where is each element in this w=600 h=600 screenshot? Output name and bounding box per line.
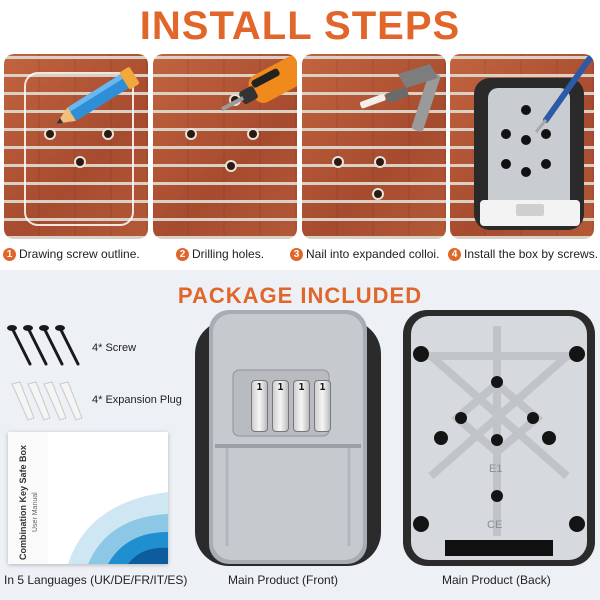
step-4-image xyxy=(450,54,594,239)
combination-dial-4: 1 xyxy=(314,380,331,432)
step-2-caption: 2 Drilling holes. xyxy=(176,247,264,261)
key-box-back: E1 CE xyxy=(403,310,595,566)
drilled-hole xyxy=(249,130,257,138)
manual-subtitle: User Manual xyxy=(32,492,39,532)
step-1-image xyxy=(4,54,148,239)
drilled-hole xyxy=(187,130,195,138)
step-number-badge: 1 xyxy=(3,247,16,261)
step-number-badge: 2 xyxy=(176,247,189,261)
expansion-plug-label: 4* Expansion Plug xyxy=(92,394,182,406)
install-steps-title: INSTALL STEPS xyxy=(139,4,461,48)
hole-mark xyxy=(104,130,112,138)
back-mark-bottom: CE xyxy=(487,519,502,531)
step-number-badge: 4 xyxy=(448,247,461,261)
step-3-caption: 3 Nail into expanded colloi. xyxy=(290,247,439,261)
user-manual: Combination Key Safe Box User Manual xyxy=(8,432,168,564)
hole-mark xyxy=(46,130,54,138)
plug-hole xyxy=(376,158,384,166)
drilled-hole xyxy=(227,162,235,170)
manual-caption: In 5 Languages (UK/DE/FR/IT/ES) xyxy=(4,573,188,587)
step-label: Install the box by screws. xyxy=(464,247,599,261)
hole-mark xyxy=(76,158,84,166)
combination-dial-1: 1 xyxy=(251,380,268,432)
package-included-title: PACKAGE INCLUDED xyxy=(177,283,423,308)
screw-outline xyxy=(24,72,134,226)
step-label: Drawing screw outline. xyxy=(19,247,140,261)
key-box-installed xyxy=(474,55,593,230)
pencil-icon xyxy=(56,67,140,124)
hammer-icon xyxy=(359,64,441,132)
step-4-caption: 4 Install the box by screws. xyxy=(448,247,598,261)
drilled-hole xyxy=(231,96,239,104)
expansion-plug-icon xyxy=(11,381,83,421)
combination-dial-2: 1 xyxy=(272,380,289,432)
step-label: Drilling holes. xyxy=(192,247,265,261)
plug-hole xyxy=(334,158,342,166)
manual-wave-graphic xyxy=(68,492,168,564)
front-caption: Main Product (Front) xyxy=(228,573,339,587)
step-label: Nail into expanded colloi. xyxy=(306,247,440,261)
step-1-caption: 1 Drawing screw outline. xyxy=(3,247,140,261)
manual-title: Combination Key Safe Box xyxy=(18,444,28,560)
drill-icon xyxy=(221,55,297,111)
key-box-front xyxy=(195,310,381,566)
step-number-badge: 3 xyxy=(290,247,303,261)
plug-hole xyxy=(374,190,382,198)
back-caption: Main Product (Back) xyxy=(442,573,551,587)
back-mark-top: E1 xyxy=(489,463,502,475)
step-3-image xyxy=(302,54,446,239)
step-2-image xyxy=(153,54,297,239)
screw-label: 4* Screw xyxy=(92,342,137,354)
manual-spine xyxy=(8,432,48,564)
screw-icon xyxy=(7,325,80,366)
combination-dial-3: 1 xyxy=(293,380,310,432)
